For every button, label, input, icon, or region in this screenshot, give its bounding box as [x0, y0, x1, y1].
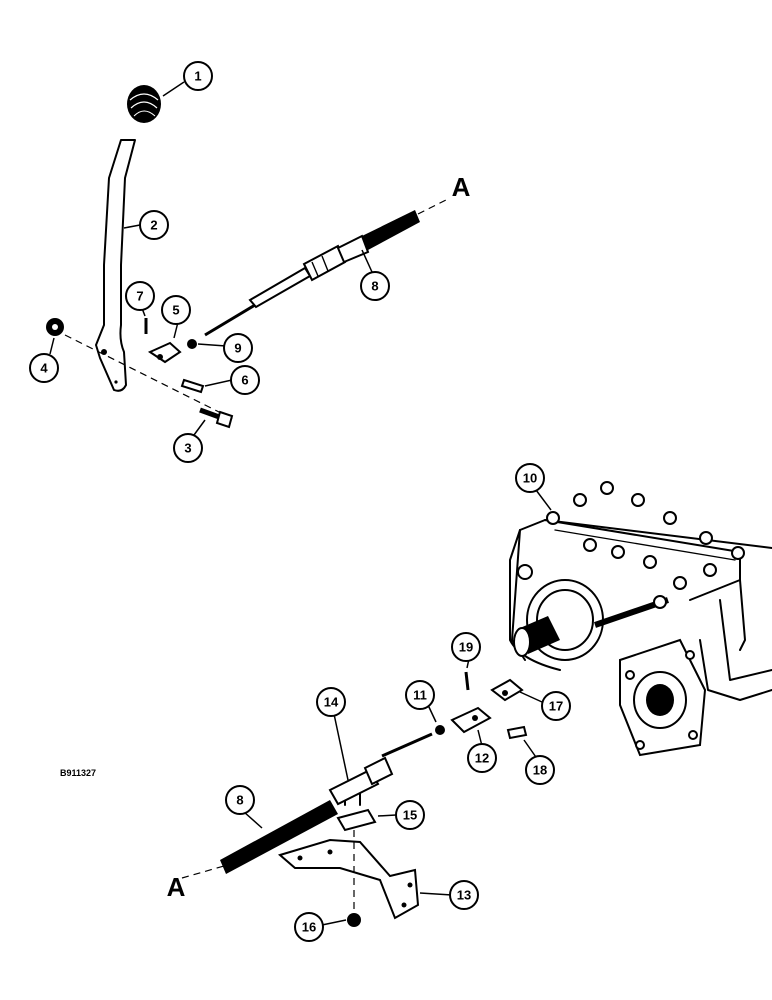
callout-2: 2 — [139, 210, 169, 240]
callout-14: 14 — [316, 687, 346, 717]
jam-nut-lower — [435, 725, 445, 735]
svg-text:8: 8 — [236, 793, 243, 808]
clevis-yoke-lower — [450, 706, 492, 734]
reference-letter-a-upper: A — [452, 172, 471, 202]
jam-nut — [187, 339, 197, 349]
cotter-pin-lower — [464, 671, 470, 691]
clevis-yoke — [147, 341, 182, 364]
pivot-bolt — [199, 407, 234, 429]
lock-nut — [46, 318, 64, 336]
clevis-pin-lower — [506, 725, 528, 740]
figure-code: B911327 — [60, 768, 96, 778]
svg-text:8: 8 — [371, 279, 378, 294]
svg-text:18: 18 — [533, 763, 547, 778]
callout-4: 4 — [29, 353, 59, 383]
callout-3: 3 — [173, 433, 203, 463]
callout-13: 13 — [449, 880, 479, 910]
cover-bolts — [546, 481, 745, 590]
leader-lines — [49, 81, 552, 926]
callout-17: 17 — [541, 691, 571, 721]
callout-7: 7 — [125, 281, 155, 311]
svg-text:4: 4 — [40, 361, 48, 376]
callout-18: 18 — [525, 755, 555, 785]
callout-15: 15 — [395, 800, 425, 830]
svg-text:5: 5 — [172, 303, 179, 318]
svg-text:14: 14 — [324, 695, 339, 710]
svg-text:10: 10 — [523, 471, 537, 486]
svg-text:6: 6 — [241, 373, 248, 388]
callout-12: 12 — [467, 743, 497, 773]
callout-5: 5 — [161, 295, 191, 325]
bracket-nut — [347, 913, 361, 927]
clevis-pin — [180, 378, 205, 394]
callout-9: 9 — [223, 333, 253, 363]
cable-continuation-lower — [181, 865, 225, 879]
shift-cable-lower — [220, 732, 433, 874]
swivel-connector — [490, 678, 524, 702]
svg-text:7: 7 — [136, 289, 143, 304]
svg-text:16: 16 — [302, 920, 316, 935]
callout-10: 10 — [515, 463, 545, 493]
reference-letter-a-lower: A — [167, 872, 186, 902]
cable-bracket — [277, 838, 420, 920]
svg-text:17: 17 — [549, 699, 563, 714]
callout-19: 19 — [451, 632, 481, 662]
svg-text:19: 19 — [459, 640, 473, 655]
svg-text:15: 15 — [403, 808, 417, 823]
svg-text:1: 1 — [194, 69, 201, 84]
svg-text:2: 2 — [150, 218, 157, 233]
svg-text:11: 11 — [413, 688, 427, 703]
shift-cable-upper — [204, 210, 420, 337]
callout-11: 11 — [405, 680, 435, 710]
callout-1: 1 — [183, 61, 213, 91]
callout-6: 6 — [230, 365, 260, 395]
transmission-housing — [509, 481, 772, 757]
callout-8-upper: 8 — [360, 271, 390, 301]
svg-text:3: 3 — [184, 441, 191, 456]
svg-text:13: 13 — [457, 888, 471, 903]
cable-clamp — [336, 808, 377, 832]
shift-knob — [127, 85, 161, 123]
cable-continuation-upper — [417, 197, 451, 215]
callout-8-lower: 8 — [225, 785, 255, 815]
callout-16: 16 — [294, 912, 324, 942]
svg-text:12: 12 — [475, 751, 489, 766]
svg-text:9: 9 — [234, 341, 241, 356]
pivot-axis-line — [64, 334, 236, 421]
